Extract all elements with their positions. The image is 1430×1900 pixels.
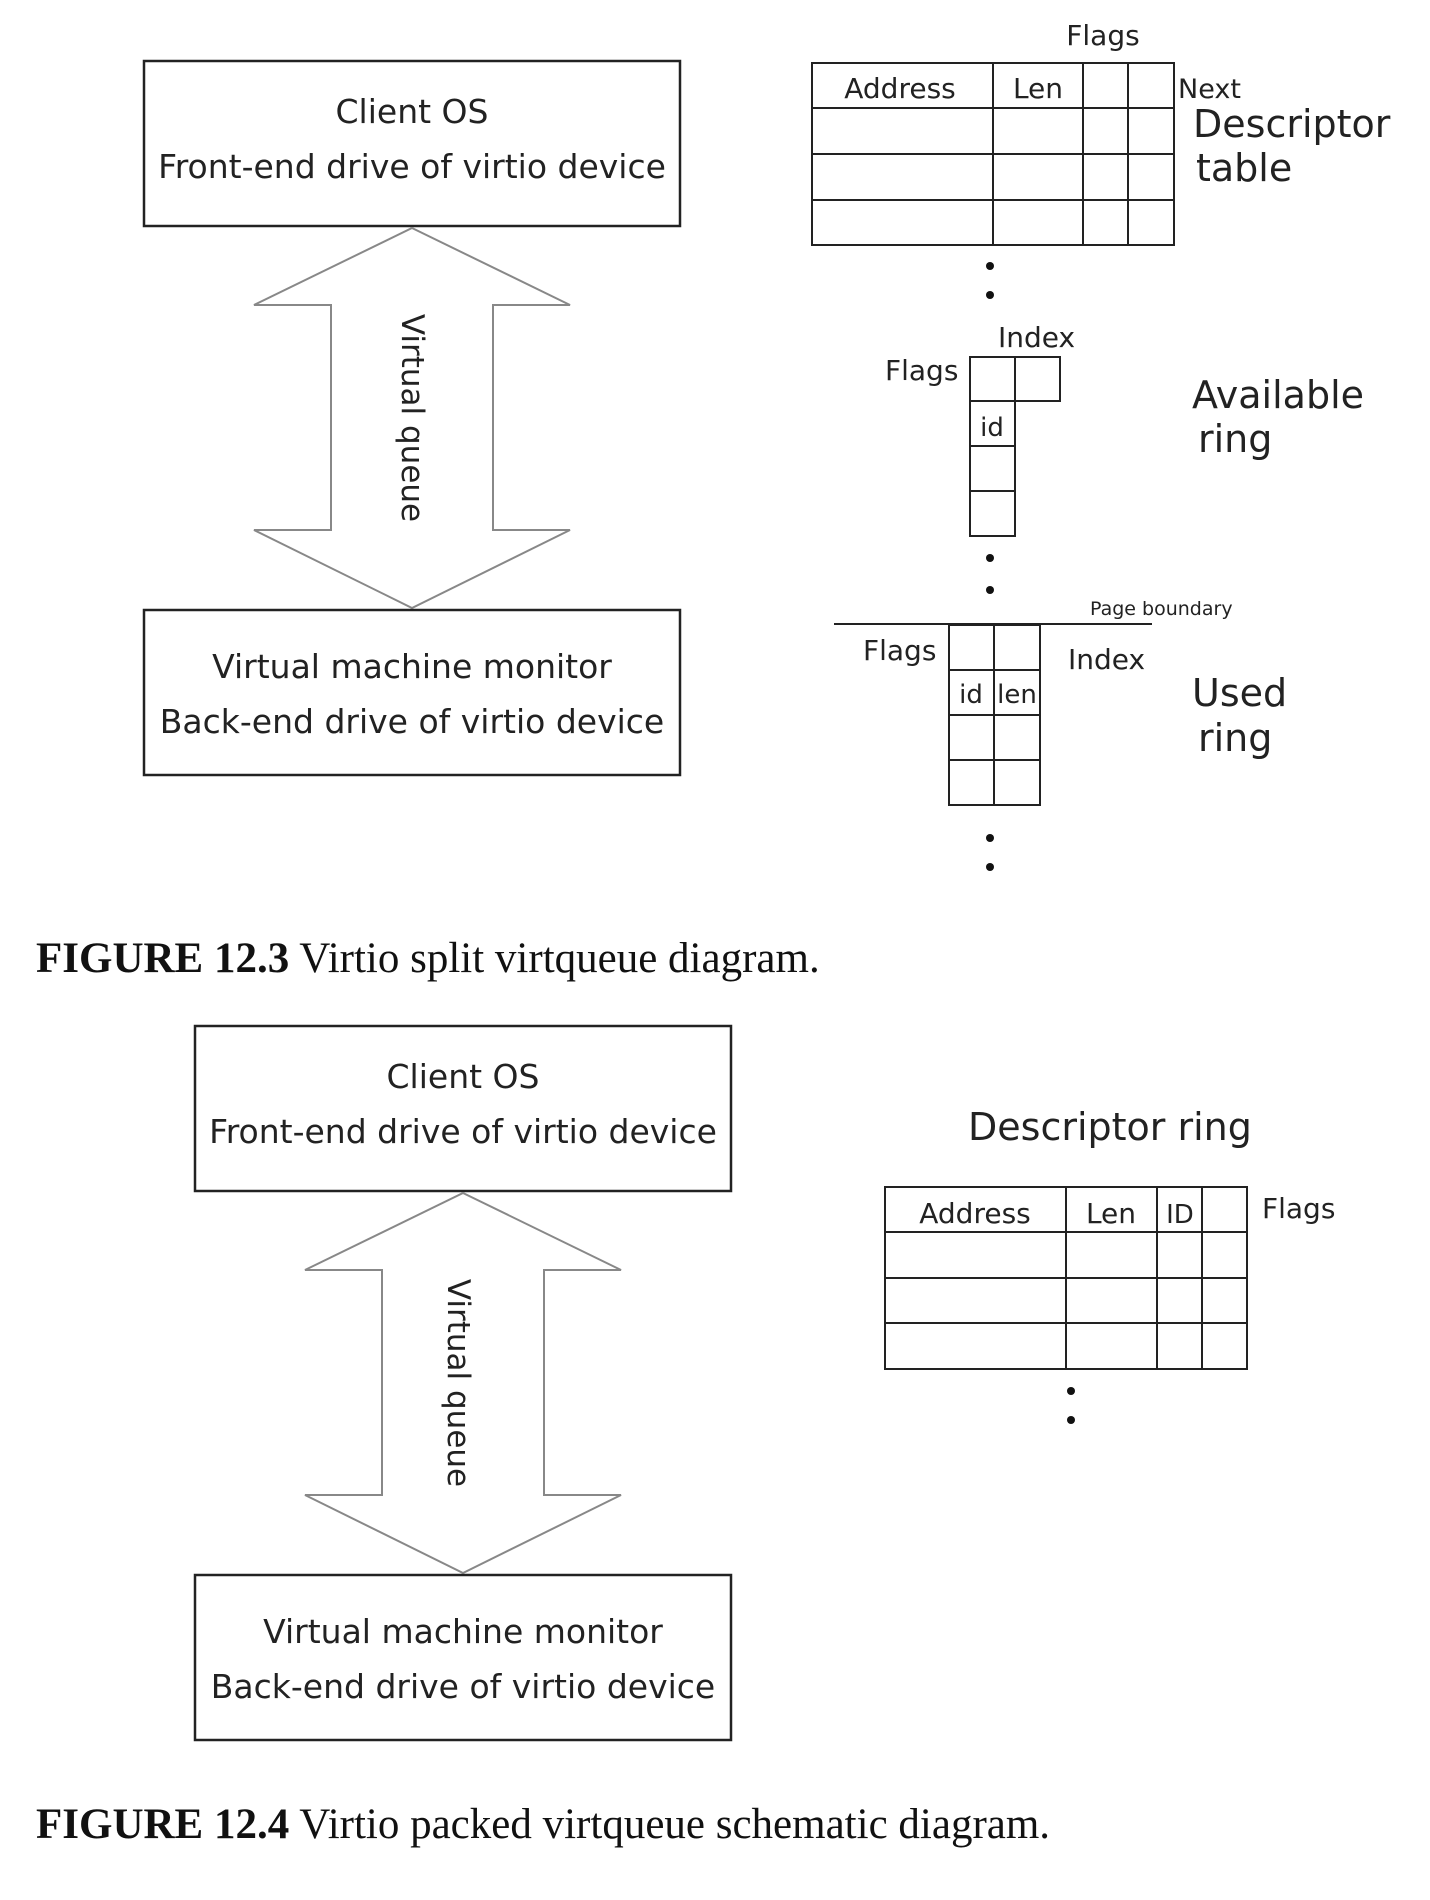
descriptor-ring-title: Descriptor ring — [968, 1105, 1252, 1149]
vmm-box: Virtual machine monitor Back-end drive o… — [193, 1573, 733, 1742]
client-os-subtitle: Front-end drive of virtio device — [209, 1112, 717, 1151]
descriptor-col-len: Len — [1013, 72, 1063, 105]
virtual-queue-arrow: Virtual queue — [304, 1191, 622, 1575]
ellipsis-dots — [1067, 1387, 1075, 1424]
figure-12-3: Client OS Front-end drive of virtio devi… — [142, 19, 1391, 871]
descriptor-table: Address Len Flags Next Descriptor table — [811, 19, 1391, 246]
figure-12-4-caption-text: Virtio packed virtqueue schematic diagra… — [299, 1801, 1051, 1848]
available-ring-flags: Flags — [885, 354, 958, 387]
vmm-title: Virtual machine monitor — [263, 1612, 663, 1651]
virtual-queue-label: Virtual queue — [440, 1279, 476, 1487]
client-os-title: Client OS — [387, 1057, 540, 1096]
descriptor-ring: Descriptor ring Address Len ID Flags — [884, 1105, 1335, 1370]
used-ring-flags: Flags — [863, 634, 936, 667]
ellipsis-dots — [986, 834, 994, 871]
figure-12-4-number: FIGURE 12.4 — [36, 1801, 290, 1848]
used-ring-id: id — [959, 680, 983, 710]
ellipsis-dots — [986, 262, 994, 299]
descriptor-col-address: Address — [844, 72, 956, 105]
used-ring: Page boundary Flags Index id len Used ri… — [834, 598, 1287, 806]
client-os-box: Client OS Front-end drive of virtio devi… — [193, 1024, 733, 1193]
used-ring-index: Index — [1068, 643, 1145, 676]
vmm-subtitle: Back-end drive of virtio device — [160, 702, 664, 741]
figure-12-4-caption: FIGURE 12.4 Virtio packed virtqueue sche… — [36, 1800, 1050, 1849]
vmm-subtitle: Back-end drive of virtio device — [211, 1667, 715, 1706]
descriptor-table-label-1: Descriptor — [1193, 102, 1391, 146]
descriptor-table-label-2: table — [1196, 146, 1292, 190]
client-os-box: Client OS Front-end drive of virtio devi… — [142, 59, 682, 228]
vmm-box: Virtual machine monitor Back-end drive o… — [142, 608, 682, 777]
available-ring-label-2: ring — [1198, 417, 1272, 461]
available-ring-label-1: Available — [1192, 373, 1364, 417]
available-ring-index: Index — [998, 321, 1075, 354]
figure-12-3-caption: FIGURE 12.3 Virtio split virtqueue diagr… — [36, 934, 820, 983]
used-ring-label-2: ring — [1198, 716, 1272, 760]
descriptor-ring-col-len: Len — [1086, 1197, 1136, 1230]
descriptor-ring-col-flags: Flags — [1262, 1192, 1335, 1225]
ellipsis-dots — [986, 554, 994, 594]
client-os-subtitle: Front-end drive of virtio device — [158, 147, 666, 186]
figure-12-3-number: FIGURE 12.3 — [36, 935, 290, 982]
vmm-title: Virtual machine monitor — [212, 647, 612, 686]
descriptor-col-flags: Flags — [1066, 19, 1139, 52]
figure-12-3-caption-text: Virtio split virtqueue diagram. — [299, 935, 820, 982]
available-ring-id: id — [980, 413, 1004, 443]
used-ring-label-1: Used — [1192, 671, 1287, 715]
descriptor-col-next: Next — [1178, 74, 1241, 105]
virtual-queue-label: Virtual queue — [394, 314, 430, 522]
descriptor-ring-col-id: ID — [1166, 1200, 1194, 1230]
available-ring: Flags Index id Available ring — [885, 321, 1364, 537]
page-boundary-label: Page boundary — [1090, 598, 1233, 620]
virtual-queue-arrow: Virtual queue — [253, 226, 571, 610]
client-os-title: Client OS — [336, 92, 489, 131]
used-ring-len: len — [997, 680, 1037, 710]
figure-12-4: Client OS Front-end drive of virtio devi… — [193, 1024, 1335, 1742]
descriptor-ring-col-address: Address — [919, 1197, 1031, 1230]
